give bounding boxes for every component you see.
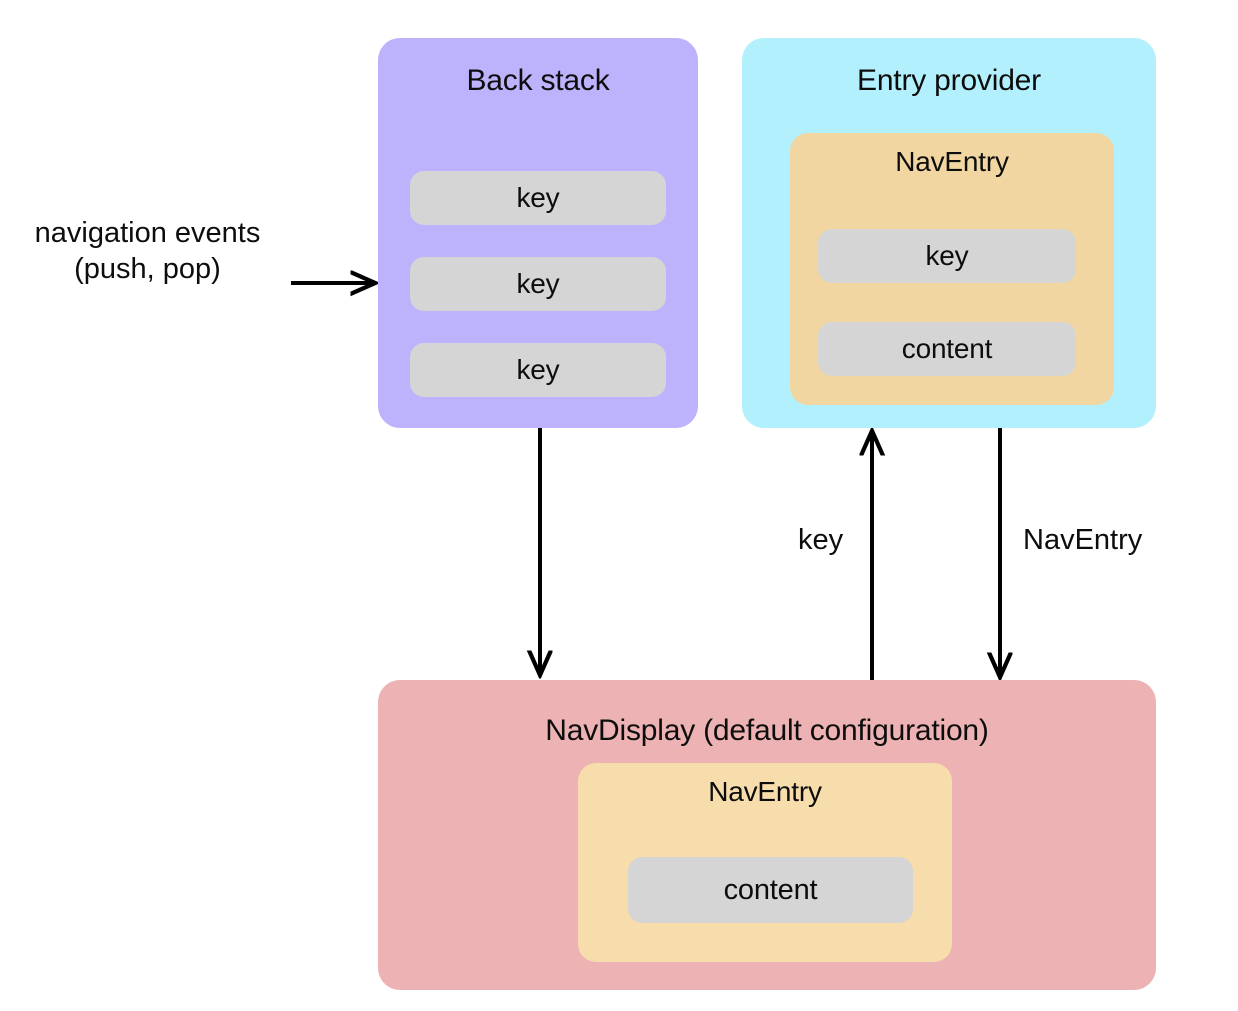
back-stack-key-item: key: [410, 257, 666, 311]
nav-display-nav-entry-content-item: content: [628, 857, 913, 923]
entry-provider-nav-entry-key-item: key: [818, 229, 1076, 283]
nav-display-nav-entry-title: NavEntry: [708, 776, 822, 807]
navigation-events-label: navigation events (push, pop): [34, 217, 261, 286]
back-stack-title: Back stack: [466, 64, 610, 97]
key-edge-label: key: [798, 524, 844, 556]
entry-provider-nav-entry-title: NavEntry: [895, 146, 1009, 177]
back-stack-key-item: key: [410, 343, 666, 397]
nav-display-title: NavDisplay (default configuration): [545, 714, 989, 747]
entry-provider-title: Entry provider: [857, 64, 1041, 97]
entry-provider-nav-entry-content-item: content: [818, 322, 1076, 376]
nav-entry-edge-label: NavEntry: [1023, 524, 1143, 556]
back-stack-key-item: key: [410, 171, 666, 225]
